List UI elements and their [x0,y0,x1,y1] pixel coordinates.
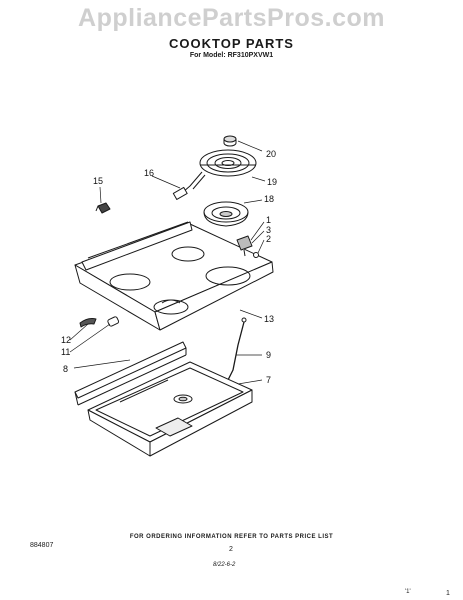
ordering-note: FOR ORDERING INFORMATION REFER TO PARTS … [129,534,334,540]
surface-element [172,135,257,200]
callout-3: 3 [266,225,272,235]
terminal-block [236,235,259,258]
callout-19: 19 [267,177,278,187]
watermark: AppliancePartsPros.com [78,4,385,32]
callout-16: 16 [144,168,155,178]
burner-box [87,361,253,457]
cooktop-top-panel [74,221,274,331]
callout-8: 8 [63,364,69,374]
callout-20: 20 [266,149,277,159]
drip-bowl [203,201,249,227]
model-line: For Model: RF310PXVW1 [189,52,274,59]
callout-13: 13 [264,314,275,324]
callout-18: 18 [264,194,275,204]
part-15 [95,202,111,214]
page-title: COOKTOP PARTS [169,36,294,51]
date-code: 8/22-6-2 [213,562,236,568]
callout-11: 11 [61,347,71,357]
hinge-parts [79,316,120,328]
front-strip [74,341,187,406]
callout-2: 2 [266,234,272,244]
leader-lines [69,140,266,385]
callout-15: 15 [93,176,104,186]
page-number: 2 [229,546,233,553]
corner-tick: '1' [405,589,411,595]
callout-1: 1 [266,215,272,225]
callout-12: 12 [61,335,72,345]
callout-9: 9 [266,350,272,360]
corner-number: 1 [446,590,450,597]
callout-7: 7 [266,375,272,385]
catalog-number: 884807 [30,542,54,549]
